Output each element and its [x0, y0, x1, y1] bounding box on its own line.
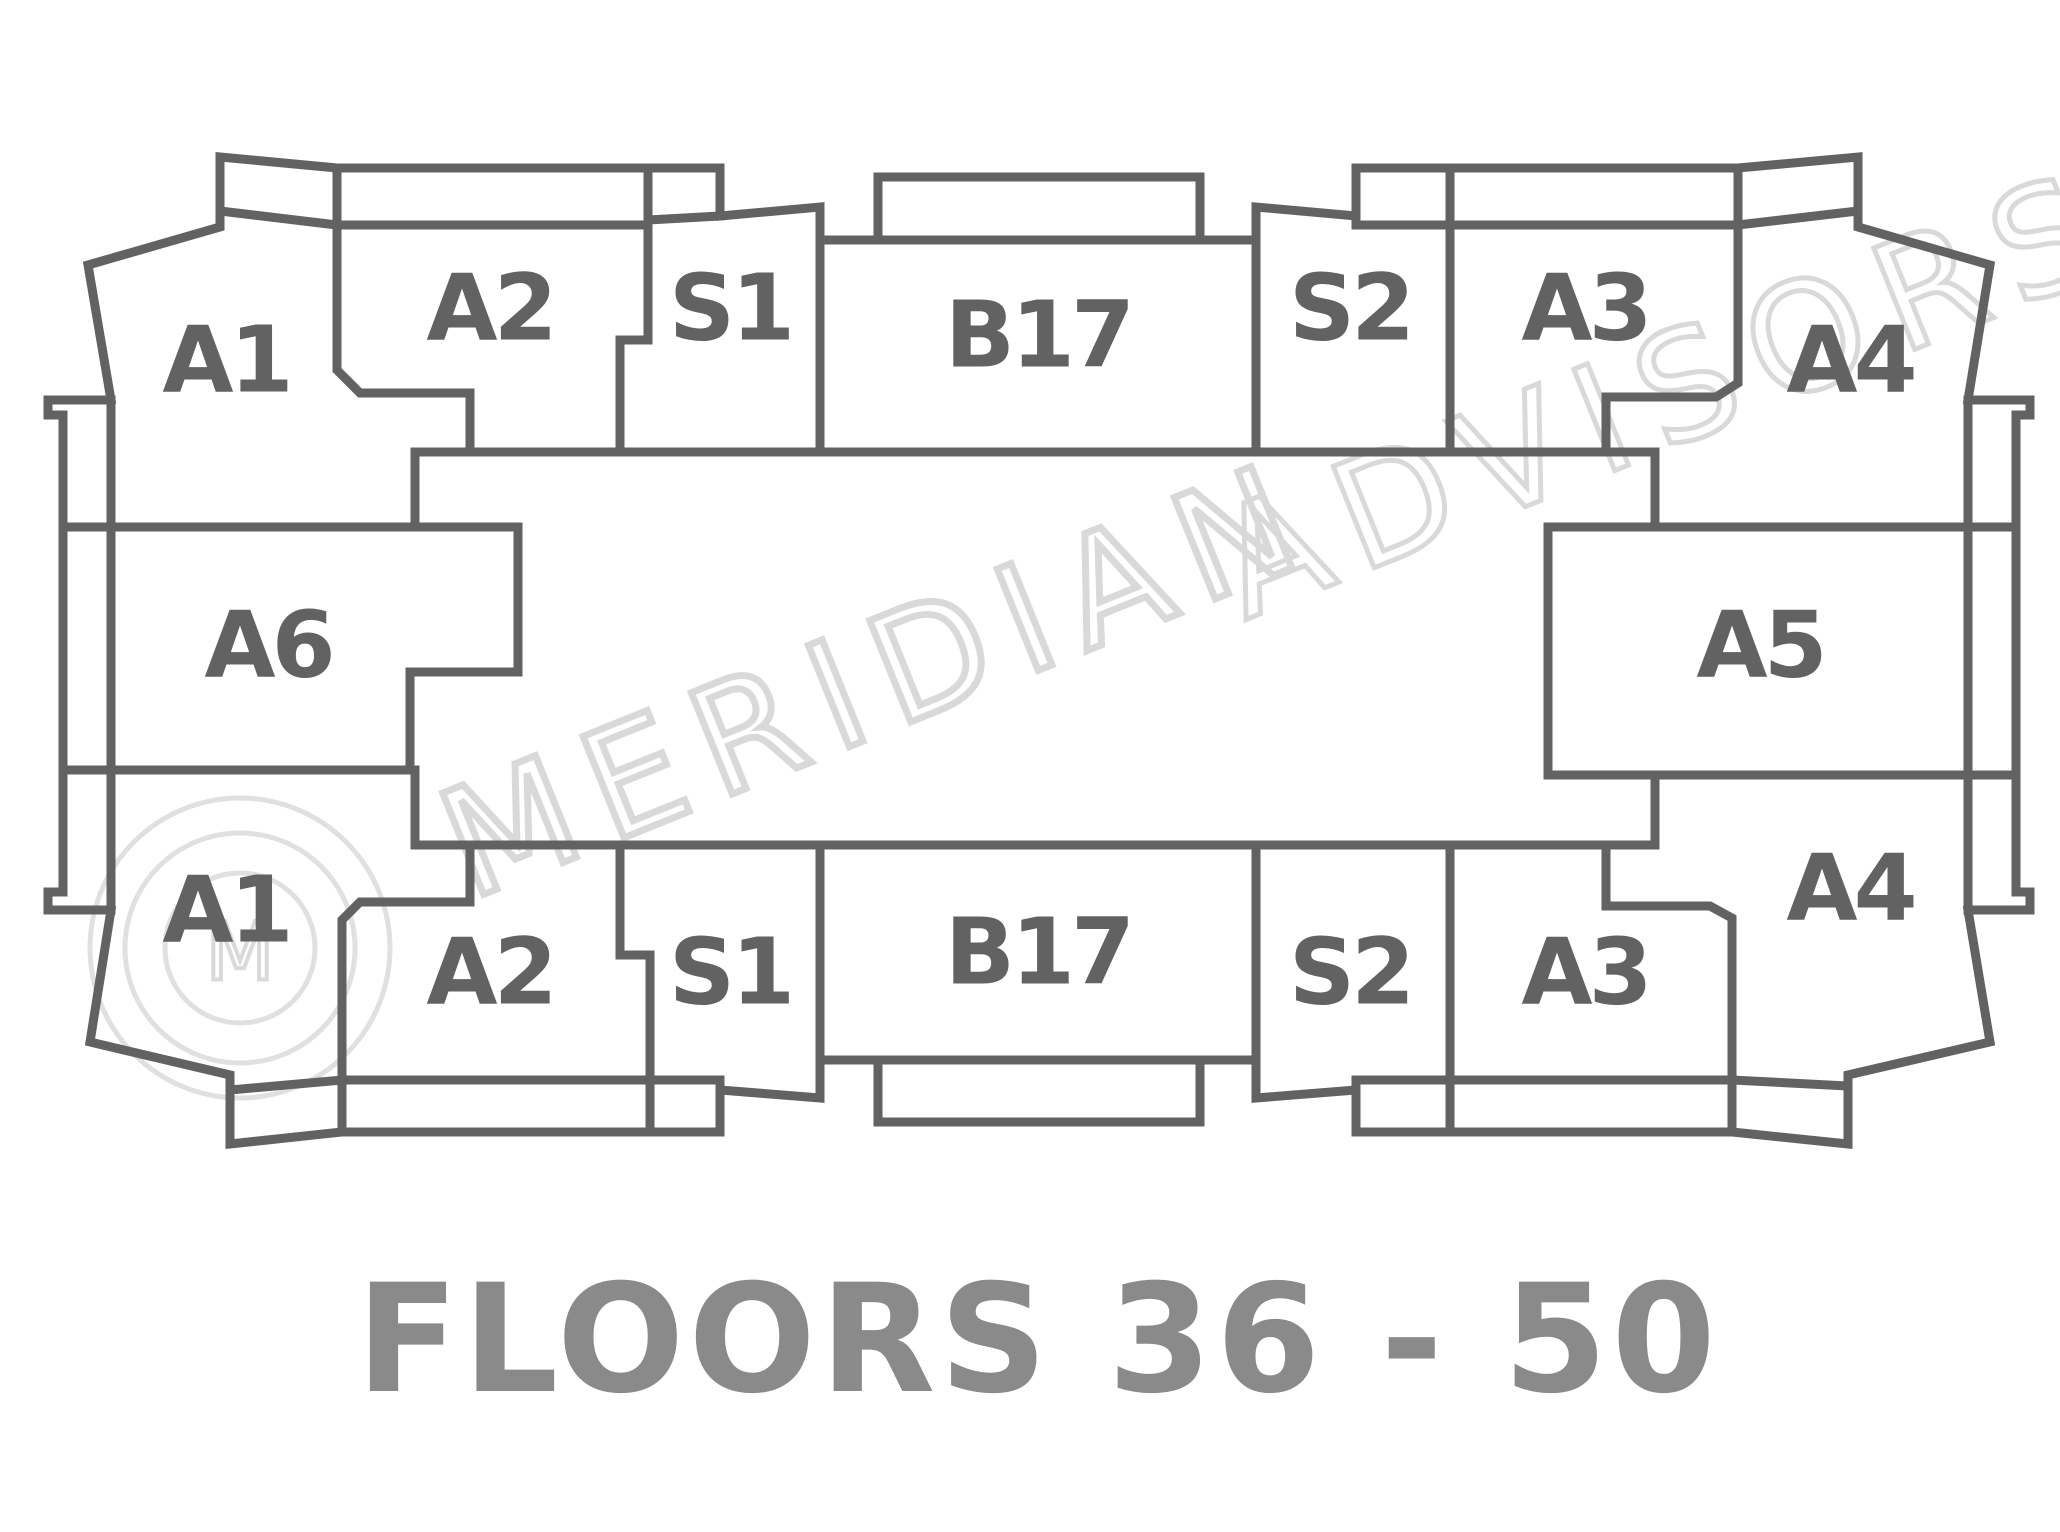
wall-a3-bottom: [1601, 840, 1737, 1085]
unit-label-s2-top: S2: [1289, 255, 1411, 362]
unit-label-s1-top: S1: [669, 255, 791, 362]
wall-a3-top: [1601, 220, 1743, 457]
watermark-logo-letter: M: [205, 906, 274, 999]
unit-label-a4-top: A4: [1786, 307, 1913, 414]
wall-a2-s1-bottom-divider: [615, 840, 655, 1095]
unit-label-a5: A5: [1696, 592, 1823, 699]
corridor-bottom: [410, 765, 1660, 850]
wall-a1-bottom: [84, 904, 235, 1095]
wall-a6: [58, 522, 523, 775]
unit-label-b17-bottom: B17: [945, 899, 1131, 1006]
unit-label-a3-bottom: A3: [1521, 919, 1648, 1026]
balcony-a4-bottom-right: [1727, 1075, 1853, 1149]
balcony-a2-bottom: [337, 1075, 725, 1137]
wall-a2-bottom: [337, 840, 475, 1095]
wall-a1-top: [82, 206, 225, 406]
watermark-logo: M: [87, 795, 393, 1101]
wall-s1-bottom: [715, 840, 825, 1103]
unit-label-a6: A6: [204, 592, 331, 699]
unit-label-a1-bottom: A1: [162, 857, 289, 964]
wall-a4-bottom: [1843, 904, 1996, 1091]
balcony-a1-top-left: [215, 152, 342, 231]
balcony-b17-top: [873, 172, 1205, 245]
wall-a2-s1-divider: [615, 220, 653, 457]
unit-label-a4-bottom: A4: [1786, 835, 1913, 942]
wall-right-column: [1963, 395, 2035, 915]
unit-label-s2-bottom: S2: [1289, 919, 1411, 1026]
unit-label-a1-top: A1: [162, 307, 289, 414]
balcony-a3-top: [1351, 163, 1743, 230]
wall-a2-top: [332, 220, 475, 457]
unit-label-a2-bottom: A2: [426, 919, 553, 1026]
unit-label-a3-top: A3: [1521, 255, 1648, 362]
unit-label-s1-bottom: S1: [669, 919, 791, 1026]
balcony-a2-top: [332, 163, 725, 230]
floor-range-title: FLOORS 36 - 50: [356, 1253, 1720, 1427]
wall-a5: [1543, 522, 2021, 780]
balcony-a4-top-right: [1733, 152, 1863, 230]
wall-left-column: [43, 395, 116, 915]
unit-labels: A1 A2 S1 B17 S2 A3 A4 A6 A5 A1 A2 S1 B17…: [162, 255, 1917, 1026]
wall-s1-top: [715, 202, 825, 457]
corridor-top: [410, 447, 1660, 532]
unit-label-a2-top: A2: [426, 255, 553, 362]
plan-walls: [43, 152, 2035, 1150]
wall-a4-top: [1853, 206, 1996, 406]
unit-label-b17-top: B17: [945, 282, 1131, 389]
balcony-b17-bottom: [873, 1055, 1205, 1127]
balcony-a3-bottom: [1351, 1075, 1737, 1137]
